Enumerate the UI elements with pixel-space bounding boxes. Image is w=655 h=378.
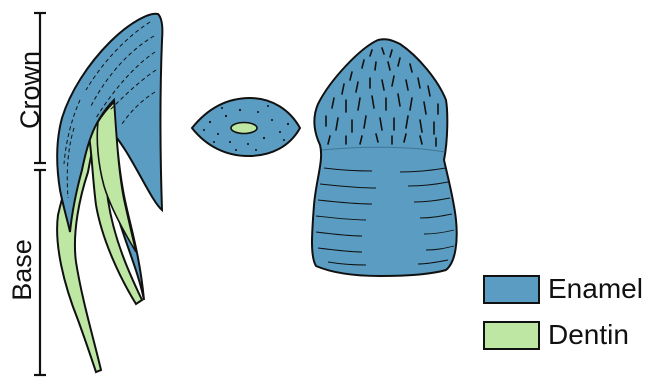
tooth-front-view — [312, 39, 457, 276]
enamel-front-view — [312, 39, 457, 276]
tooth-side-view — [57, 14, 162, 372]
legend-item-dentin: Dentin — [483, 319, 629, 351]
legend-label-enamel: Enamel — [548, 273, 643, 305]
base-label: Base — [7, 238, 37, 302]
legend-swatch-dentin — [483, 321, 540, 350]
dentin-cross-section — [231, 123, 257, 134]
legend-item-enamel: Enamel — [483, 273, 643, 305]
crown-label: Crown — [15, 50, 45, 130]
tooth-cross-section — [192, 98, 300, 156]
legend-label-dentin: Dentin — [548, 319, 629, 351]
legend-swatch-enamel — [483, 275, 540, 304]
